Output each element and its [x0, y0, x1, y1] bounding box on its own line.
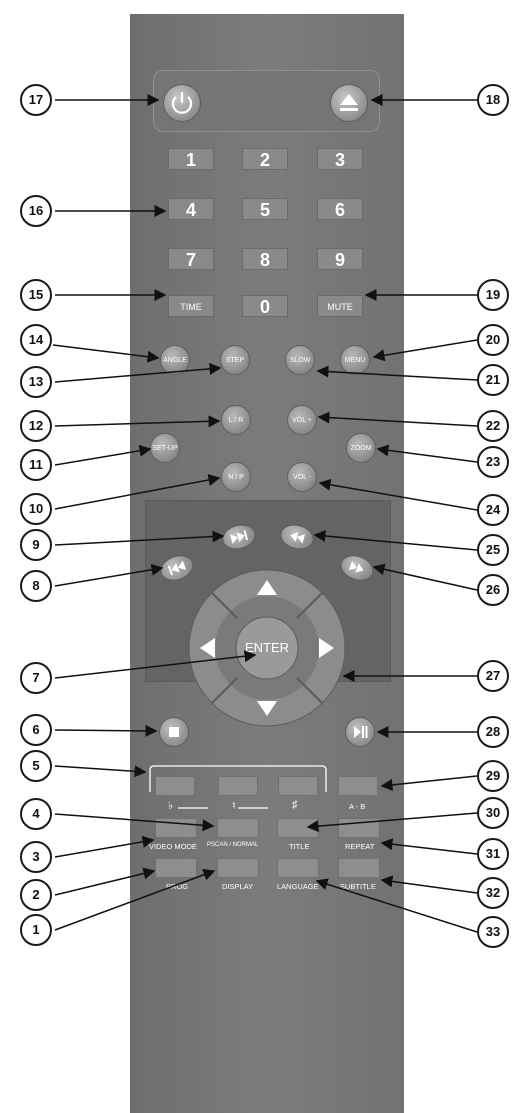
- callout-6: 6: [20, 714, 52, 746]
- callout-22: 22: [477, 410, 509, 442]
- callout-18: 18: [477, 84, 509, 116]
- callout-20: 20: [477, 324, 509, 356]
- callout-1: 1: [20, 914, 52, 946]
- callout-11: 11: [20, 449, 52, 481]
- callout-10: 10: [20, 493, 52, 525]
- callout-19: 19: [477, 279, 509, 311]
- callout-23: 23: [477, 446, 509, 478]
- callout-30: 30: [477, 797, 509, 829]
- callout-28: 28: [477, 716, 509, 748]
- callout-15: 15: [20, 279, 52, 311]
- callout-5: 5: [20, 750, 52, 782]
- callout-12: 12: [20, 410, 52, 442]
- callout-9: 9: [20, 529, 52, 561]
- callout-32: 32: [477, 877, 509, 909]
- callout-21: 21: [477, 364, 509, 396]
- callout-24: 24: [477, 494, 509, 526]
- callout-13: 13: [20, 366, 52, 398]
- callout-31: 31: [477, 838, 509, 870]
- callout-29: 29: [477, 760, 509, 792]
- callout-16: 16: [20, 195, 52, 227]
- callout-3: 3: [20, 841, 52, 873]
- callout-25: 25: [477, 534, 509, 566]
- callout-14: 14: [20, 324, 52, 356]
- callout-17: 17: [20, 84, 52, 116]
- callout-7: 7: [20, 662, 52, 694]
- callout-33: 33: [477, 916, 509, 948]
- callout-2: 2: [20, 879, 52, 911]
- callout-27: 27: [477, 660, 509, 692]
- callout-4: 4: [20, 798, 52, 830]
- callout-8: 8: [20, 570, 52, 602]
- callout-26: 26: [477, 574, 509, 606]
